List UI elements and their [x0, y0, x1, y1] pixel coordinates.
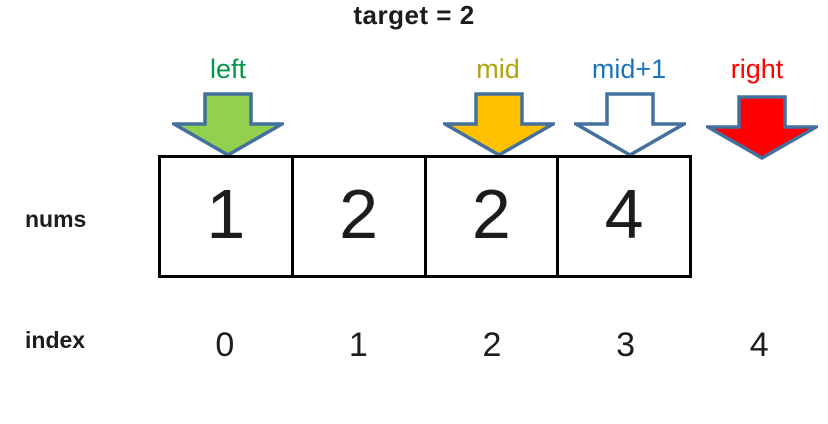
array-cell-2: 2: [427, 158, 560, 275]
left-pointer-down-arrow-icon: [172, 92, 284, 158]
pointer-label-left: left: [209, 54, 247, 84]
array-cell-0: 1: [161, 158, 294, 275]
arrow-shape: [172, 92, 284, 158]
index-value-2: 2: [482, 326, 502, 364]
mid-pointer-down-arrow-icon: [443, 92, 555, 158]
arrow-shape: [574, 92, 686, 158]
page-title: target = 2: [353, 0, 475, 30]
nums-row-label: nums: [25, 206, 87, 232]
mid-plus-1-pointer-down-arrow-icon: [574, 92, 686, 158]
index-value-3: 3: [616, 326, 636, 364]
arrow-shape: [706, 95, 818, 161]
index-value-4: 4: [749, 326, 769, 364]
array-cell-3: 4: [604, 174, 644, 253]
nums-array: 1 2 2 4: [158, 155, 692, 278]
pointer-label-mid: mid: [476, 54, 520, 84]
array-cell-1: 2: [294, 158, 427, 275]
index-row-label: index: [25, 327, 86, 353]
index-row: 0 1 2 3 4: [158, 326, 826, 365]
index-value-0: 0: [215, 326, 235, 364]
pointer-label-right: right: [730, 54, 784, 84]
right-pointer-down-arrow-icon: [706, 95, 818, 161]
pointer-label-mid-plus-1: mid+1: [591, 54, 667, 84]
index-value-1: 1: [348, 326, 368, 364]
arrow-shape: [443, 92, 555, 158]
